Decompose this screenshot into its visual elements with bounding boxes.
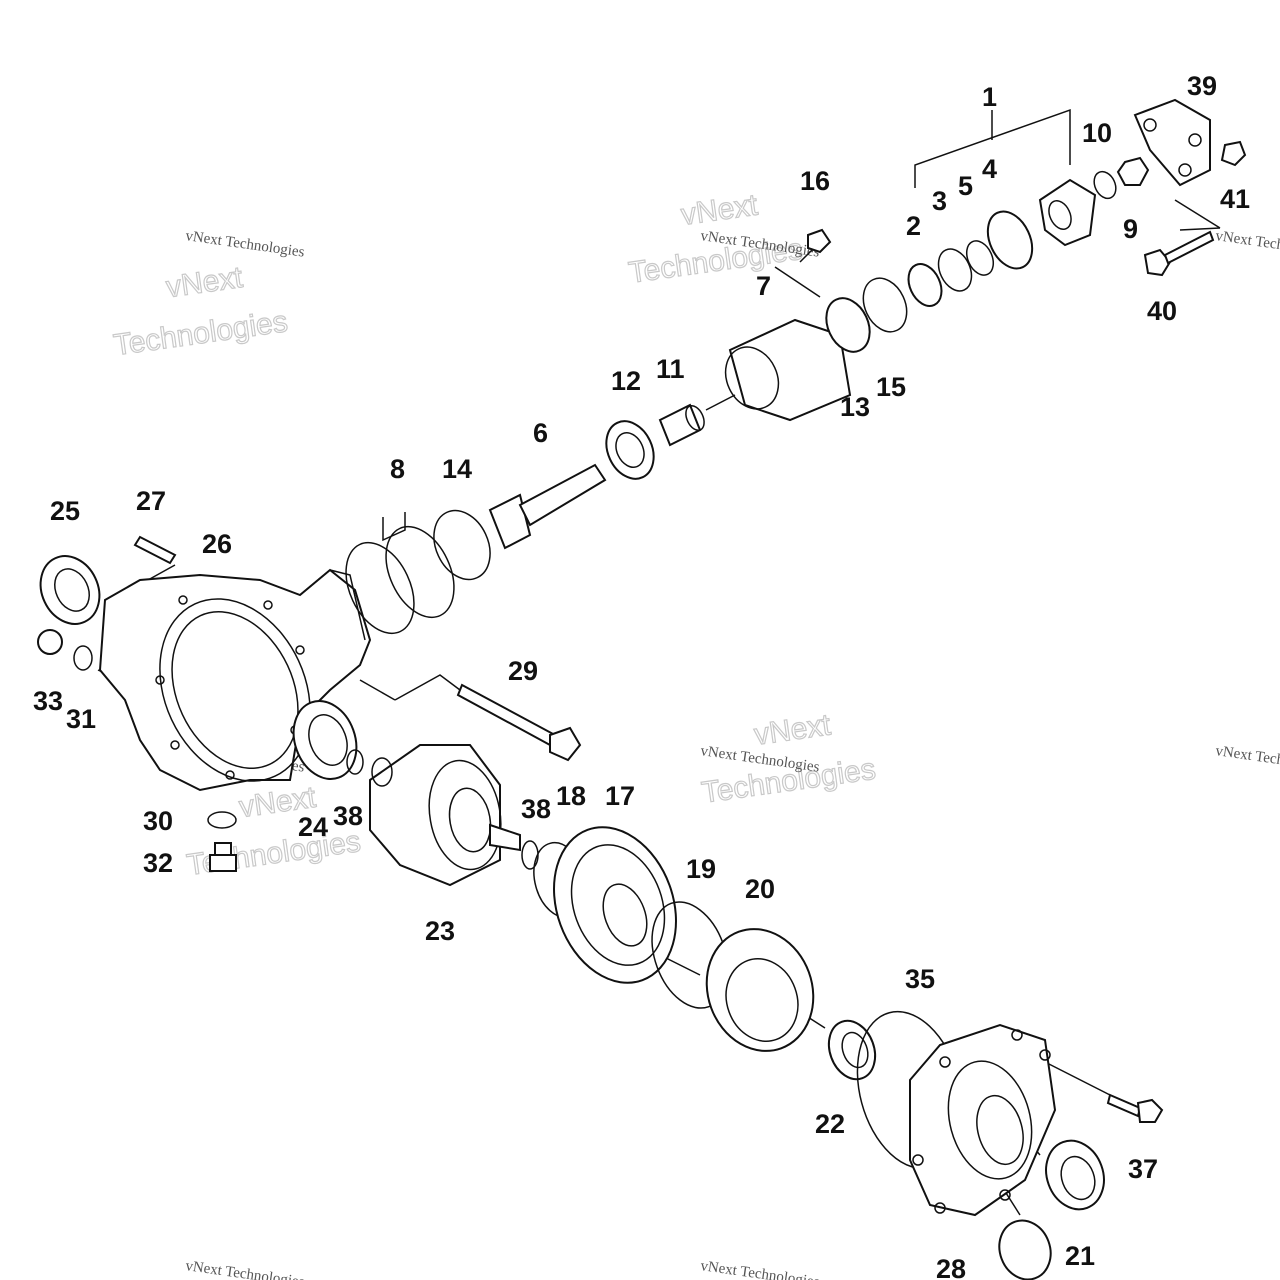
differential-housing [98,568,372,792]
callout-35: 35 [905,964,935,994]
bolt-16 [799,228,832,263]
part-5 [965,240,995,276]
case-7 [724,318,852,422]
gasket-8 [345,525,455,635]
watermark-company: vNext Technologies [699,1258,820,1280]
callout-10: 10 [1082,118,1112,148]
pin-27 [133,535,177,565]
callout-25: 25 [50,496,80,526]
snap-ring-38 [521,840,539,870]
companion-flange-1 [1038,178,1097,247]
callout-4: 4 [982,154,997,184]
plug-32 [209,842,237,872]
callout-8: 8 [390,454,405,484]
seal-4 [986,210,1034,270]
callout-41: 41 [1220,184,1250,214]
bolt-37 [1106,1093,1164,1123]
pinion-gear-6 [488,463,607,550]
callout-14: 14 [442,454,472,484]
callout-15: 15 [876,372,906,402]
ring-gear-17 [553,826,677,984]
callout-39: 39 [1187,71,1217,101]
callout-11: 11 [656,354,685,384]
callout-6: 6 [533,418,548,448]
callout-31: 31 [66,704,96,734]
callout-23: 23 [425,916,455,946]
callout-24: 24 [298,812,328,842]
washer-31 [73,645,93,671]
callout-2: 2 [906,211,921,241]
watermark-company: vNext Technologies [1214,228,1280,261]
callout-3: 3 [932,186,947,216]
plug-33 [37,629,63,655]
callout-28: 28 [936,1254,966,1280]
bearing-20 [705,928,815,1052]
watermark-company: vNext Technologies [1214,743,1280,776]
callout-22: 22 [815,1109,845,1139]
snap-ring-38 [346,749,364,775]
watermark-brand: vNext [752,708,833,751]
callout-20: 20 [745,874,775,904]
race-15 [862,277,908,333]
bracket-39 [1133,98,1211,187]
bearing-13 [825,297,871,353]
callout-33: 33 [33,686,63,716]
callout-21: 21 [1065,1241,1095,1271]
washer-30 [207,811,237,829]
callout-13: 13 [840,392,870,422]
callout-32: 32 [143,848,173,878]
bolt-29 [456,683,582,762]
spacer-11 [658,403,705,447]
callout-37: 37 [1128,1154,1158,1184]
watermark-company: vNext Technologies [184,1258,305,1280]
callout-19: 19 [686,854,716,884]
seal-24 [292,700,358,780]
callout-26: 26 [202,529,232,559]
callout-7: 7 [756,271,771,301]
differential-case-23 [369,744,521,887]
washer-10 [1093,170,1117,200]
seal-21 [1045,1139,1105,1211]
callout-9: 9 [1123,214,1138,244]
nut-41 [1220,140,1247,167]
callout-27: 27 [136,486,166,516]
watermark-word: Technologies [185,825,363,882]
watermark-word: Technologies [112,305,290,362]
callout-17: 17 [605,781,635,811]
callout-18: 18 [556,781,586,811]
callout-16: 16 [800,166,830,196]
watermark-brand: vNext [679,189,760,232]
callout-1: 1 [982,82,997,112]
callout-12: 12 [611,366,641,396]
watermark-brand: vNext [164,261,245,304]
callout-30: 30 [143,806,173,836]
bearing-22 [827,1019,877,1081]
bolt-40 [1143,230,1215,277]
callout-5: 5 [958,171,973,201]
callouts: 1 2 3 4 5 6 7 8 9 10 11 12 13 14 15 16 1… [33,71,1250,1280]
callout-38: 38 [521,794,551,824]
nut-9 [1116,156,1150,186]
cap-36 [998,1219,1052,1280]
part-2 [907,263,943,307]
bearing-12 [605,420,655,480]
callout-29: 29 [508,656,538,686]
callout-38-lower: 38 [333,801,363,831]
shim-ring-14 [433,509,491,581]
callout-40: 40 [1147,296,1177,326]
watermark-company: vNext Technologies [184,228,305,261]
seal-25 [39,555,101,625]
side-cover-28 [909,1023,1057,1217]
